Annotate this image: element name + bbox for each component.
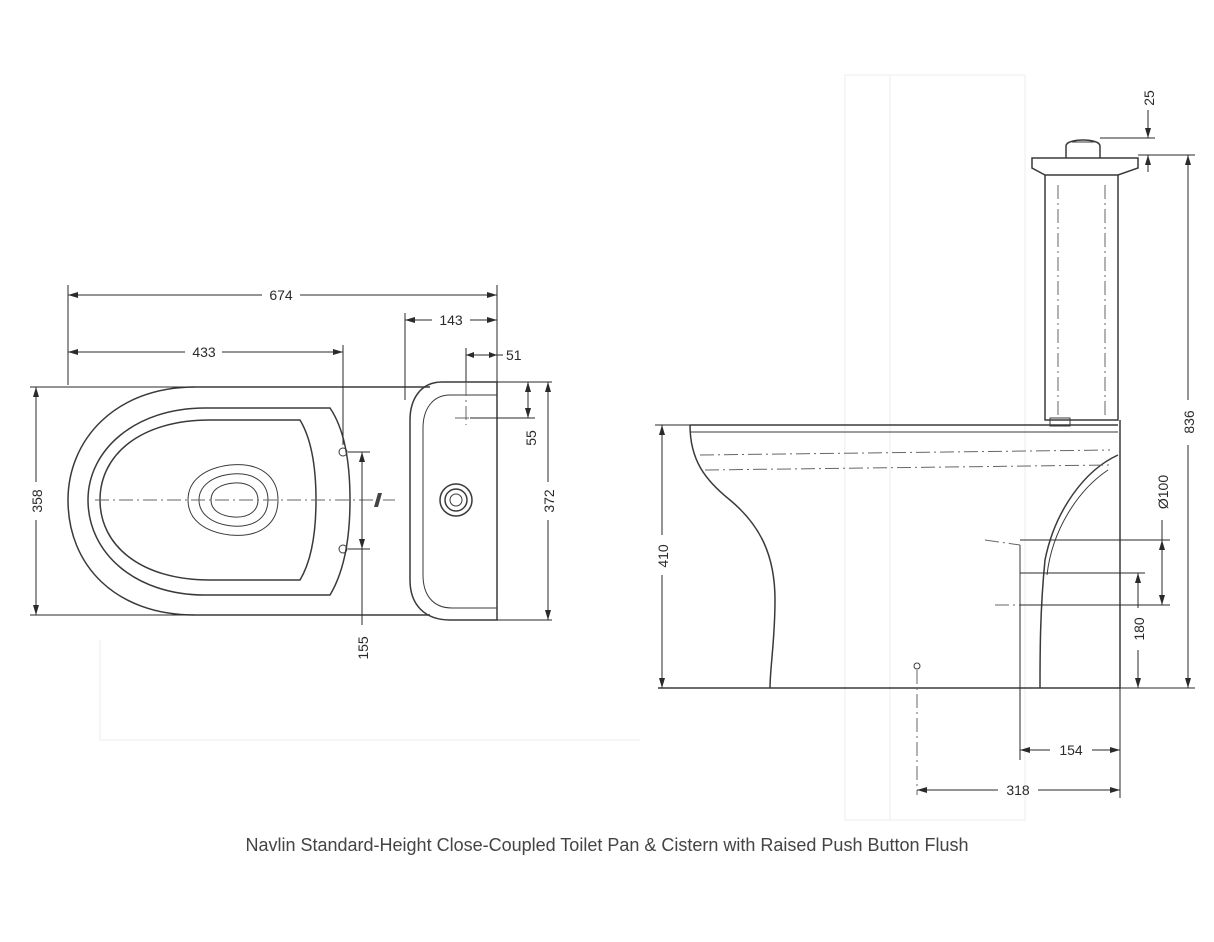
flush-button-outer: [439, 483, 473, 517]
dim-label-55: 55: [523, 430, 539, 446]
plan-pan-outline: [67, 386, 430, 616]
seat-fixing-hole-bottom: [338, 544, 348, 554]
dim-label-674: 674: [269, 287, 293, 303]
brand-mark-icon: [374, 493, 382, 507]
plan-bowl-opening: [99, 419, 317, 581]
side-dimensions: 410 25 836 Ø100 180: [655, 90, 1197, 798]
side-view: [658, 139, 1139, 795]
dim-label-318: 318: [1006, 782, 1030, 798]
background-ghost-lines: [99, 74, 1026, 821]
plan-view: [67, 381, 498, 621]
plan-waterway-outer: [187, 464, 279, 536]
plan-waterway-mid: [198, 473, 269, 527]
dim-label-358: 358: [29, 489, 45, 513]
dim-label-25: 25: [1141, 90, 1157, 106]
plan-waterway-inner: [210, 482, 259, 518]
plan-seat-rim: [87, 407, 351, 596]
drawing-caption: Navlin Standard-Height Close-Coupled Toi…: [245, 835, 969, 855]
flush-button-inner: [449, 493, 463, 507]
dim-label-372: 372: [541, 489, 557, 513]
dim-label-410: 410: [655, 544, 671, 568]
flush-button-mid: [444, 488, 468, 512]
floor-fixing-icon: [913, 662, 921, 670]
dim-label-433: 433: [192, 344, 216, 360]
dim-label-143: 143: [439, 312, 463, 328]
side-cistern-lid: [1031, 157, 1139, 176]
plan-dimensions: 674 433 143 51 55 372: [29, 285, 557, 660]
dim-label-51: 51: [506, 347, 522, 363]
pan-rear-profile: [1039, 454, 1119, 689]
plan-cistern-lid-line: [422, 394, 497, 609]
dim-label-155: 155: [355, 636, 371, 660]
dim-label-180: 180: [1131, 617, 1147, 641]
side-flush-button: [1065, 139, 1101, 158]
dim-label-154: 154: [1059, 742, 1083, 758]
plan-cistern-outline: [409, 381, 498, 621]
seat-fixing-hole-top: [338, 447, 348, 457]
dim-label-outlet-diameter: Ø100: [1155, 475, 1171, 509]
pan-front-profile: [689, 424, 776, 689]
dim-label-836: 836: [1181, 410, 1197, 434]
side-cistern-body: [1044, 175, 1119, 421]
